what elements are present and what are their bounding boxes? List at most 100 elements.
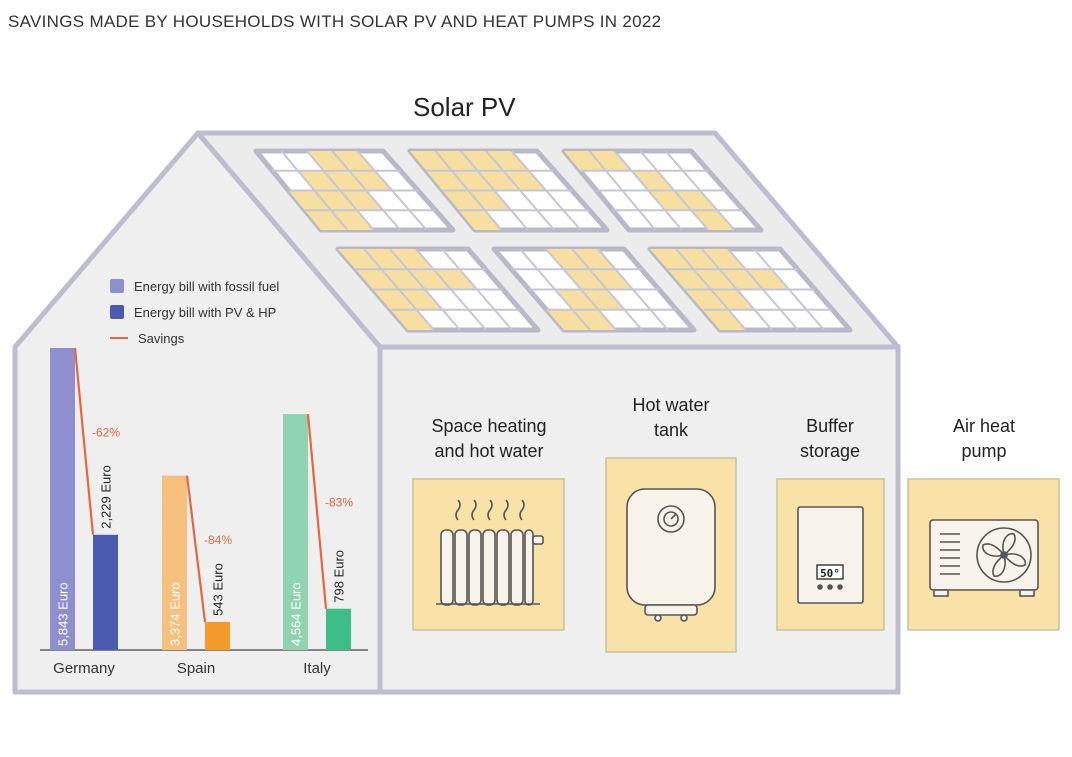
bar-fossil (162, 475, 187, 650)
solar-panel-cell (314, 190, 358, 211)
solar-panel-cell (407, 269, 451, 290)
legend-label-savings: Savings (138, 330, 185, 346)
solar-panel-cell (373, 289, 417, 310)
legend-swatch-pv-hp (110, 305, 124, 319)
component-radiator (412, 478, 565, 631)
solar-panel-cell (648, 190, 692, 211)
bar-label-fossil: 5,843 Euro (56, 582, 71, 646)
solar-panel-cell (676, 249, 720, 270)
legend-item-fossil: Energy bill with fossil fuel (110, 273, 279, 299)
solar-panel-cell (381, 269, 425, 290)
solar-panel-cell (364, 249, 408, 270)
solar-panel-cell (711, 289, 755, 310)
water-heater-icon (626, 488, 716, 622)
category-label: Spain (177, 660, 215, 677)
solar-panel-cell (667, 269, 711, 290)
solar-panel-cell (555, 289, 599, 310)
solar-panel-cell (631, 170, 675, 191)
bar-pv-hp (205, 621, 230, 650)
solar-panel-cell (390, 309, 434, 330)
solar-panel-cell (306, 151, 350, 171)
solar-panel-cell (442, 190, 485, 211)
bar-fossil (50, 348, 75, 650)
solar-panel-cell (702, 309, 746, 330)
solar-panel-cell (460, 151, 504, 171)
chart-legend: Energy bill with fossil fuel Energy bill… (110, 273, 279, 351)
solar-panel-cell (458, 210, 502, 230)
solar-panel-cell (503, 170, 547, 191)
solar-panel-cell (702, 249, 746, 270)
bar-label-pv-hp: 798 Euro (332, 550, 347, 603)
savings-line (73, 347, 95, 535)
bar-label-fossil: 3,374 Euro (168, 582, 183, 646)
solar-panel-cell (435, 151, 478, 171)
buffer-display-temperature: 50° (820, 567, 840, 580)
solar-panel-cell (338, 249, 382, 270)
legend-swatch-fossil (110, 279, 124, 293)
solar-panel-cell (288, 190, 331, 211)
solar-panel-cell (477, 170, 521, 191)
solar-panel-cell (693, 269, 737, 290)
heat-pump-icon (929, 519, 1039, 597)
legend-item-savings: Savings (110, 325, 279, 351)
solar-panel-cell (297, 170, 341, 191)
solar-panel-cell (685, 289, 729, 310)
radiator-icon (436, 499, 544, 606)
solar-panel-cell (451, 170, 495, 191)
solar-panel-cell (589, 269, 633, 290)
savings-label: -62% (92, 425, 120, 439)
bar-label-pv-hp: 543 Euro (211, 563, 226, 616)
bar-pv-hp (326, 608, 351, 650)
solar-panel-cell (304, 210, 348, 230)
bar-fossil (283, 414, 308, 650)
solar-panel-cell (719, 269, 763, 290)
solar-panel-cell (355, 269, 399, 290)
solar-panel-cell (546, 309, 590, 330)
legend-label-fossil: Energy bill with fossil fuel (134, 278, 280, 294)
savings-label: -84% (204, 533, 232, 547)
category-label: Germany (53, 660, 115, 677)
category-label: Italy (303, 660, 331, 677)
solar-panel-cell (390, 249, 434, 270)
component-heat-pump (907, 478, 1060, 631)
solar-panel-cell (691, 210, 735, 230)
solar-panel-cell (330, 210, 374, 230)
solar-panel-cell (581, 289, 625, 310)
solar-panel-cell (433, 269, 477, 290)
component-buffer-storage: 50° (776, 478, 885, 631)
solar-panel-cell (674, 190, 718, 211)
solar-panels (253, 148, 853, 333)
bar-pv-hp (93, 534, 118, 650)
roof-title: Solar PV (413, 92, 516, 122)
solar-panel-cell (323, 170, 367, 191)
solar-panel-cell (349, 170, 393, 191)
legend-item-pv-hp: Energy bill with PV & HP (110, 299, 279, 325)
solar-panel-cell (564, 151, 606, 171)
solar-panel-cell (332, 151, 375, 171)
component-water-tank (605, 457, 737, 653)
solar-panel-cell (563, 269, 607, 290)
solar-panel-cell (572, 249, 616, 270)
solar-panel-cell (340, 190, 384, 211)
solar-panel-cell (589, 151, 632, 171)
solar-panel-cell (572, 309, 616, 330)
savings-line (185, 475, 207, 623)
bar-label-pv-hp: 2,229 Euro (99, 465, 114, 529)
solar-panel-cell (546, 249, 590, 270)
solar-panel-cell (486, 151, 529, 171)
solar-panel-cell (650, 249, 694, 270)
solar-panel-cell (410, 151, 452, 171)
page-title: SAVINGS MADE BY HOUSEHOLDS WITH SOLAR PV… (8, 12, 662, 31)
legend-label-pv-hp: Energy bill with PV & HP (134, 304, 277, 320)
savings-line (306, 414, 328, 609)
solar-panel-cell (426, 170, 469, 191)
legend-line-savings (110, 337, 128, 339)
buffer-storage-icon (797, 506, 864, 604)
solar-panel-cell (468, 190, 512, 211)
